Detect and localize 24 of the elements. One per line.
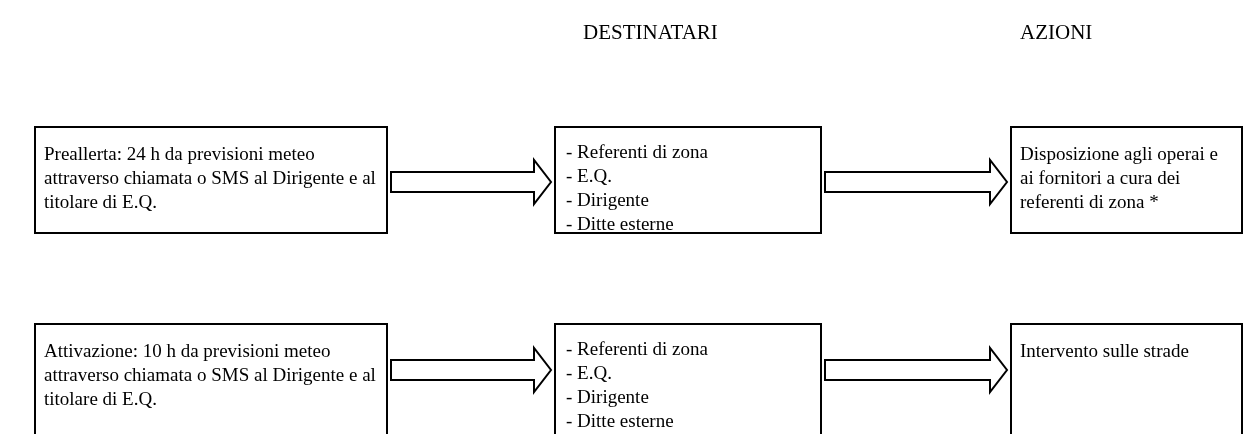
list-item: - Ditte esterne	[566, 212, 674, 236]
block-arrow	[824, 157, 1009, 207]
list-item: - Referenti di zona	[566, 337, 708, 361]
block-arrow	[390, 345, 553, 395]
column-header: DESTINATARI	[583, 20, 718, 45]
column-header: AZIONI	[1020, 20, 1093, 45]
text-box	[1010, 323, 1243, 434]
block-arrow	[824, 345, 1009, 395]
box-text: Preallerta: 24 h da previsioni meteo attraverso chiamata o SMS al Dirigente e al titolare di E.Q.	[44, 142, 376, 214]
list-item: - Dirigente	[566, 385, 649, 409]
text-box	[554, 323, 822, 434]
box-text: Attivazione: 10 h da previsioni meteo attraverso chiamata o SMS al Dirigente e al titolare di E.Q.	[44, 339, 376, 411]
text-box	[34, 323, 388, 434]
list-item: - Ditte esterne	[566, 409, 674, 433]
list-item: - Dirigente	[566, 188, 649, 212]
text-box	[554, 126, 822, 234]
text-box	[34, 126, 388, 234]
list-item: - E.Q.	[566, 361, 612, 385]
text-box	[1010, 126, 1243, 234]
block-arrow	[390, 157, 553, 207]
list-item: - E.Q.	[566, 164, 612, 188]
list-item: - Referenti di zona	[566, 140, 708, 164]
box-text: Intervento sulle strade	[1020, 339, 1190, 363]
box-text: Disposizione agli operai e ai fornitori a cura dei referenti di zona *	[1020, 142, 1219, 214]
